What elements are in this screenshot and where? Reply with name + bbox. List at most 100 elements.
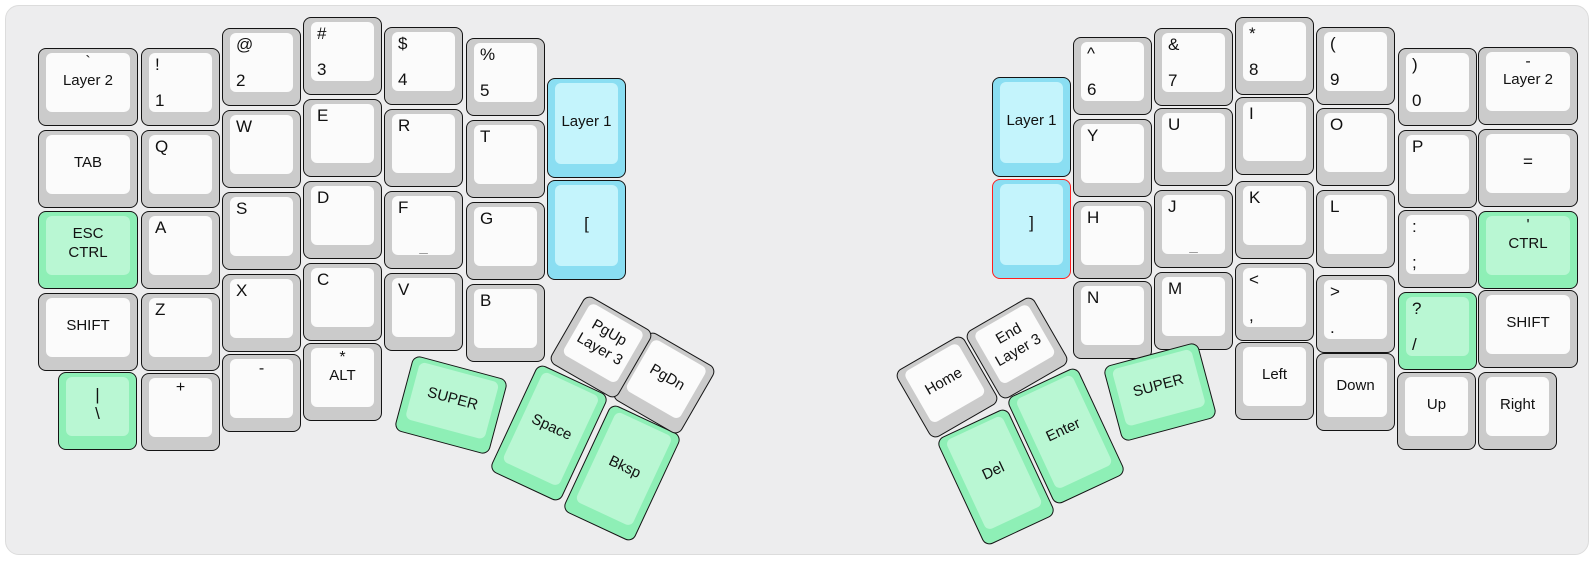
key-gt-period[interactable]: >. xyxy=(1316,275,1395,353)
key-label: & xyxy=(1168,35,1180,54)
key-super-left[interactable]: SUPER xyxy=(393,354,509,456)
key-label: 1 xyxy=(155,91,165,110)
key-a[interactable]: A xyxy=(141,211,220,289)
key-f[interactable]: F_ xyxy=(384,191,463,269)
key-shift-right[interactable]: SHIFT xyxy=(1478,290,1578,368)
key-label: C xyxy=(317,270,330,289)
key-h[interactable]: H xyxy=(1073,201,1152,279)
key-label: U xyxy=(1168,115,1181,134)
key-arrow-left[interactable]: Left xyxy=(1235,342,1314,420)
key-e[interactable]: E xyxy=(303,99,382,177)
key-label: H xyxy=(1087,208,1100,227)
key-equals[interactable]: = xyxy=(1478,129,1578,207)
key-d[interactable]: D xyxy=(303,181,382,259)
key-b[interactable]: B xyxy=(466,284,545,362)
key-label: % xyxy=(480,45,496,64)
key-question-slash[interactable]: ?/ xyxy=(1398,292,1477,370)
key-arrow-right[interactable]: Right xyxy=(1478,372,1557,450)
key-hash-3[interactable]: #3 xyxy=(303,17,382,95)
key-m[interactable]: M xyxy=(1154,272,1233,350)
keycap-top: V xyxy=(392,278,455,337)
key-label: M xyxy=(1168,279,1183,298)
keycap-top: K xyxy=(1243,186,1306,245)
key-at-2[interactable]: @2 xyxy=(222,28,301,106)
key-g[interactable]: G xyxy=(466,202,545,280)
key-l[interactable]: L xyxy=(1316,190,1395,268)
key-i[interactable]: I xyxy=(1235,97,1314,175)
key-colon-semicolon[interactable]: :; xyxy=(1398,210,1477,288)
key-j[interactable]: J_ xyxy=(1154,190,1233,268)
key-label: W xyxy=(236,117,253,136)
key-layer1-left[interactable]: Layer 1 xyxy=(547,78,626,178)
key-quote-ctrl[interactable]: 'CTRL xyxy=(1478,211,1578,289)
key-y[interactable]: Y xyxy=(1073,119,1152,197)
key-x[interactable]: X xyxy=(222,274,301,352)
key-right-bracket[interactable]: ] xyxy=(992,179,1071,279)
key-w[interactable]: W xyxy=(222,110,301,188)
key-dollar-4[interactable]: $4 xyxy=(384,27,463,105)
key-u[interactable]: U xyxy=(1154,108,1233,186)
key-star-alt[interactable]: *ALT xyxy=(303,343,382,421)
key-label: Q xyxy=(155,137,169,156)
keycap-top: Q xyxy=(149,135,212,194)
key-shift-left[interactable]: SHIFT xyxy=(38,293,138,371)
key-lparen-9[interactable]: (9 xyxy=(1316,27,1395,105)
key-label: SHIFT xyxy=(1506,313,1550,331)
key-rparen-0[interactable]: )0 xyxy=(1398,48,1477,126)
keycap-top: SUPER xyxy=(1111,348,1207,427)
key-left-bracket[interactable]: [ xyxy=(547,180,626,280)
key-amp-7[interactable]: &7 xyxy=(1154,28,1233,106)
key-caret-6[interactable]: ^6 xyxy=(1073,37,1152,115)
key-p[interactable]: P xyxy=(1398,130,1477,208)
keycap-top: Up xyxy=(1405,377,1468,436)
key-label: # xyxy=(317,24,327,43)
key-star-8[interactable]: *8 xyxy=(1235,17,1314,95)
key-label: Layer 2 xyxy=(62,71,114,89)
key-arrow-down[interactable]: Down xyxy=(1316,353,1395,431)
key-percent-5[interactable]: %5 xyxy=(466,38,545,116)
key-r[interactable]: R xyxy=(384,109,463,187)
key-layer2-left[interactable]: `Layer 2 xyxy=(38,48,138,126)
keycap-top: *ALT xyxy=(311,348,374,407)
key-z[interactable]: Z xyxy=(141,293,220,371)
key-c[interactable]: C xyxy=(303,263,382,341)
key-arrow-up[interactable]: Up xyxy=(1397,372,1476,450)
key-label: ^ xyxy=(1087,44,1095,63)
key-label: Home xyxy=(921,363,966,399)
key-label: 6 xyxy=(1087,80,1097,99)
keycap-top: Left xyxy=(1243,347,1306,406)
key-q[interactable]: Q xyxy=(141,130,220,208)
key-label: Z xyxy=(155,300,166,319)
keycap-top: TAB xyxy=(46,135,130,194)
key-o[interactable]: O xyxy=(1316,108,1395,186)
key-label: D xyxy=(317,188,330,207)
key-label: F xyxy=(398,198,409,217)
keycap-top: R xyxy=(392,114,455,173)
key-label: CTRL xyxy=(68,244,108,261)
key-label: ( xyxy=(1330,34,1336,53)
key-exclam-1[interactable]: !1 xyxy=(141,48,220,126)
key-label: / xyxy=(1412,335,1417,354)
key-lt-comma[interactable]: <, xyxy=(1235,263,1314,341)
key-tab[interactable]: TAB xyxy=(38,130,138,208)
key-pipe-backslash[interactable]: |\ xyxy=(58,372,137,450)
key-plus[interactable]: + xyxy=(141,373,220,451)
key-minus[interactable]: - xyxy=(222,354,301,432)
key-t[interactable]: T xyxy=(466,120,545,198)
key-label: K xyxy=(1249,188,1261,207)
key-label: I xyxy=(1249,104,1254,123)
key-layer1-right[interactable]: Layer 1 xyxy=(992,77,1071,177)
keycap-top: -Layer 2 xyxy=(1486,52,1570,111)
keycap-top: ^6 xyxy=(1081,42,1144,101)
key-label: O xyxy=(1330,115,1344,134)
key-n[interactable]: N xyxy=(1073,281,1152,359)
key-minus-layer2[interactable]: -Layer 2 xyxy=(1478,47,1578,125)
key-k[interactable]: K xyxy=(1235,181,1314,259)
key-v[interactable]: V xyxy=(384,273,463,351)
key-s[interactable]: S xyxy=(222,192,301,270)
key-label: ` xyxy=(85,54,91,71)
